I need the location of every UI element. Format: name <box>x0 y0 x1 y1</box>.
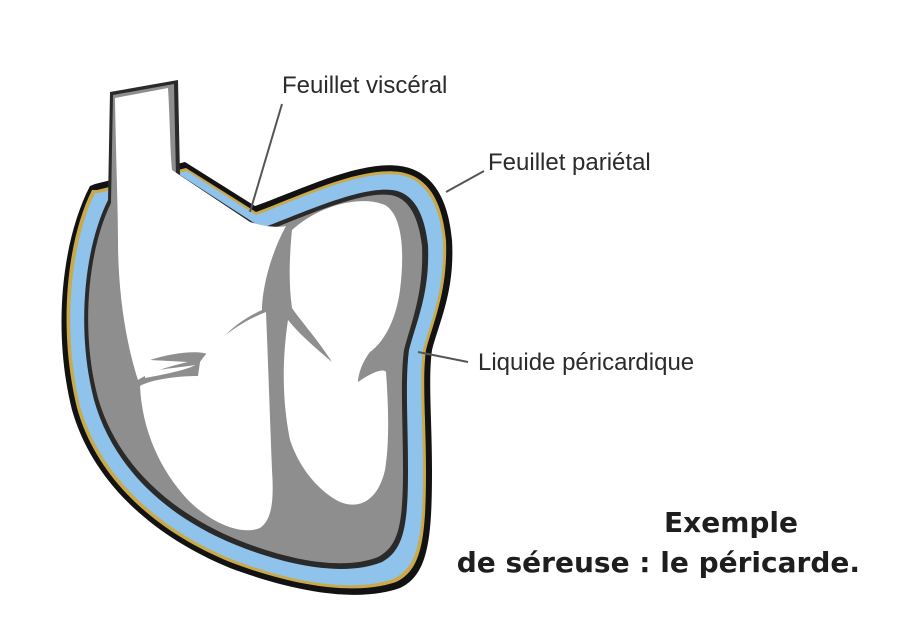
figure-caption: Exemple de séreuse : le péricarde. <box>380 503 860 583</box>
leader-visceral <box>249 103 283 213</box>
leader-parietal <box>445 170 485 193</box>
great-vessel-cavity <box>115 88 286 380</box>
left-atrium-cavity <box>283 201 403 505</box>
label-liquide-pericardique: Liquide péricardique <box>478 349 695 376</box>
caption-line-2: de séreuse : le péricarde. <box>456 546 860 579</box>
label-feuillet-parietal: Feuillet pariétal <box>488 149 651 176</box>
leader-liquid <box>417 351 469 363</box>
ventricle-cavity <box>140 312 273 531</box>
label-feuillet-visceral: Feuillet viscéral <box>282 72 448 99</box>
caption-line-1: Exemple <box>664 506 798 539</box>
